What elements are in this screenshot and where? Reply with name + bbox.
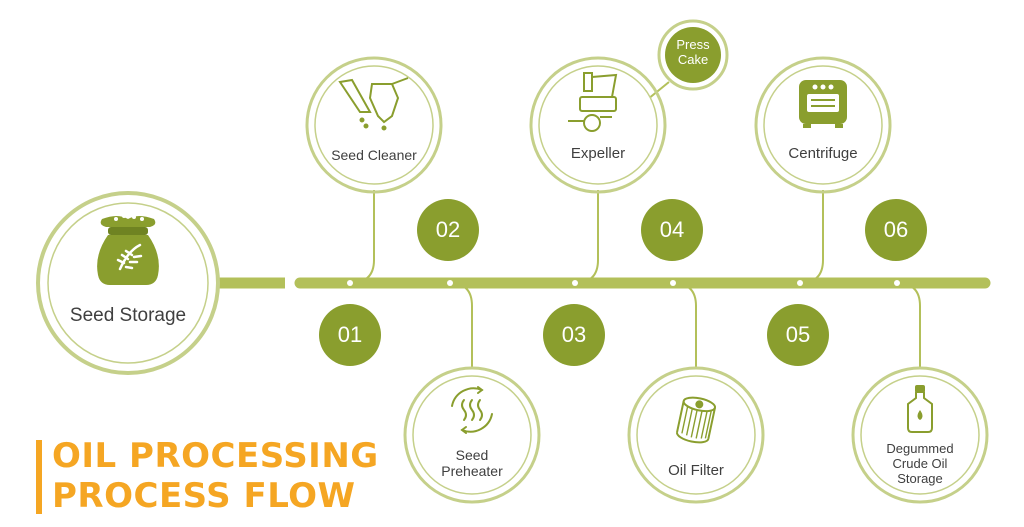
timeline-dot: [447, 280, 453, 286]
step-number-06: 06: [865, 199, 927, 261]
timeline-dot: [347, 280, 353, 286]
connector-02: [349, 190, 375, 284]
connector-03: [672, 282, 697, 368]
step-06-label: Centrifuge: [788, 145, 858, 162]
press-cake-node: [657, 19, 729, 91]
timeline-dot: [797, 280, 803, 286]
step-04-label: Expeller: [570, 145, 626, 162]
seed-sack-icon: [97, 214, 159, 285]
oil-filter-icon: [676, 396, 717, 444]
page-title: OIL PROCESSING PROCESS FLOW: [52, 436, 379, 516]
step-02-node: [305, 56, 443, 194]
connector-05: [896, 282, 921, 368]
expeller-machine-icon: [568, 72, 618, 132]
step-05-label: Degummed Crude Oil Storage: [886, 441, 954, 486]
press-cake-label: Press Cake: [676, 37, 710, 67]
step-number-02: 02: [417, 199, 479, 261]
step-03-label: Oil Filter: [668, 462, 724, 479]
oil-bottle-icon: [907, 385, 933, 433]
step-number-01: 01: [319, 304, 381, 366]
step-number-05: 05: [767, 304, 829, 366]
title-line-2: PROCESS FLOW: [52, 476, 356, 516]
title-accent-bar: [36, 440, 42, 514]
step-01-label: Seed Preheater: [441, 447, 503, 480]
timeline-dot: [670, 280, 676, 286]
centrifuge-machine-icon: [799, 80, 847, 128]
step-03-node: [627, 366, 765, 504]
seed-storage-node: [36, 191, 220, 375]
seed-storage-label: Seed Storage: [69, 305, 187, 326]
connector-04: [574, 190, 599, 284]
step-number-04: 04: [641, 199, 703, 261]
title-line-1: OIL PROCESSING: [52, 436, 379, 476]
step-04-node: [529, 56, 667, 194]
step-06-node: [754, 56, 892, 194]
timeline-dot: [572, 280, 578, 286]
connector-06: [799, 190, 824, 284]
timeline-dot: [894, 280, 900, 286]
heat-waves-icon: [451, 386, 493, 434]
step-01-node: [403, 366, 541, 504]
step-02-label: Seed Cleaner: [331, 147, 417, 163]
step-number-03: 03: [543, 304, 605, 366]
seed-cleaner-machine-icon: [338, 77, 409, 131]
step-05-node: [851, 366, 989, 504]
connector-01: [449, 282, 473, 368]
